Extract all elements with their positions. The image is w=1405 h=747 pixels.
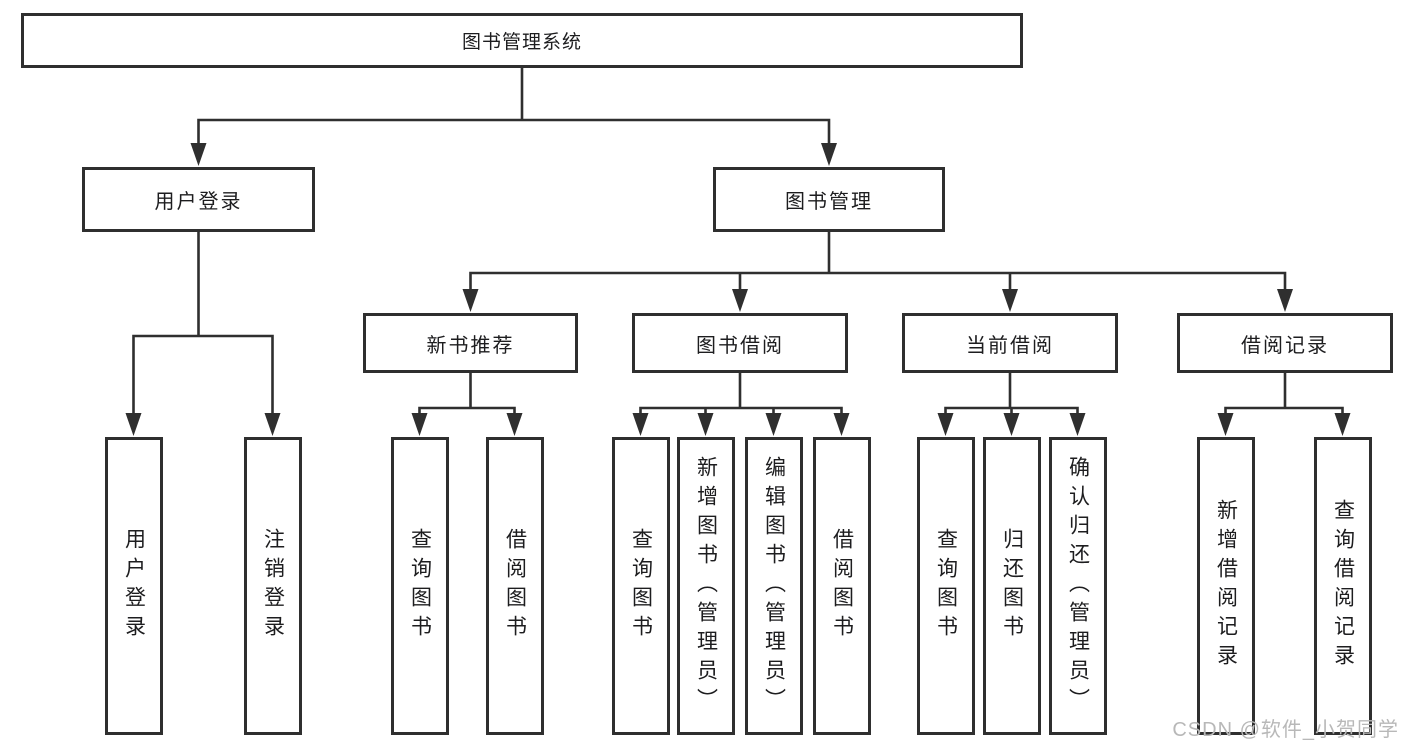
node-current-borrowing: 当前借阅 [902,313,1118,373]
leaf-confirm-return-admin: 确认归还（管理员） [1049,437,1107,735]
node-library-system-label: 图书管理系统 [461,32,582,53]
leaf-label: 查询图书 [629,528,653,644]
leaf-add-books-admin: 新增图书（管理员） [677,437,735,735]
leaf-query-borrow-record: 查询借阅记录 [1314,437,1372,735]
connector-path [132,68,1344,416]
leaf-query-books-borrowing: 查询图书 [612,437,670,735]
leaf-query-books-recommend: 查询图书 [391,437,449,735]
node-borrow-records-label: 借阅记录 [1241,334,1329,357]
leaf-borrow-books: 借阅图书 [813,437,871,735]
leaf-label: 借阅图书 [503,528,527,644]
leaf-label: 查询图书 [934,528,958,644]
node-book-management: 图书管理 [713,167,945,232]
leaf-label: 归还图书 [1000,528,1024,644]
node-current-borrowing-label: 当前借阅 [966,334,1054,357]
leaf-borrow-books-recommend: 借阅图书 [486,437,544,735]
leaf-user-login: 用户登录 [105,437,163,735]
leaf-label: 借阅图书 [830,528,854,644]
leaf-label: 查询借阅记录 [1331,499,1355,673]
node-borrow-records: 借阅记录 [1177,313,1393,373]
leaf-logout: 注销登录 [244,437,302,735]
node-new-book-recommend: 新书推荐 [363,313,578,373]
node-book-borrowing: 图书借阅 [632,313,848,373]
node-book-management-label: 图书管理 [785,191,873,213]
leaf-query-books-current: 查询图书 [917,437,975,735]
leaf-add-borrow-record: 新增借阅记录 [1197,437,1255,735]
node-user-login-label: 用户登录 [154,191,243,213]
leaf-return-books: 归还图书 [983,437,1041,735]
node-book-borrowing-label: 图书借阅 [696,334,784,357]
leaf-label: 编辑图书（管理员） [762,455,786,717]
arrowhead-icon [125,143,1351,436]
leaf-label: 确认归还（管理员） [1066,455,1090,717]
node-new-book-recommend-label: 新书推荐 [426,334,515,357]
leaf-user-login-label: 用户登录 [122,528,146,644]
leaf-label: 查询图书 [408,528,432,644]
node-user-login: 用户登录 [82,167,315,232]
csdn-watermark: CSDN @软件_小贺同学 [1172,719,1399,741]
leaf-edit-books-admin: 编辑图书（管理员） [745,437,803,735]
leaf-label: 新增借阅记录 [1214,499,1238,673]
leaf-logout-label: 注销登录 [261,528,285,644]
node-library-system: 图书管理系统 [21,13,1023,68]
leaf-label: 新增图书（管理员） [694,455,718,717]
